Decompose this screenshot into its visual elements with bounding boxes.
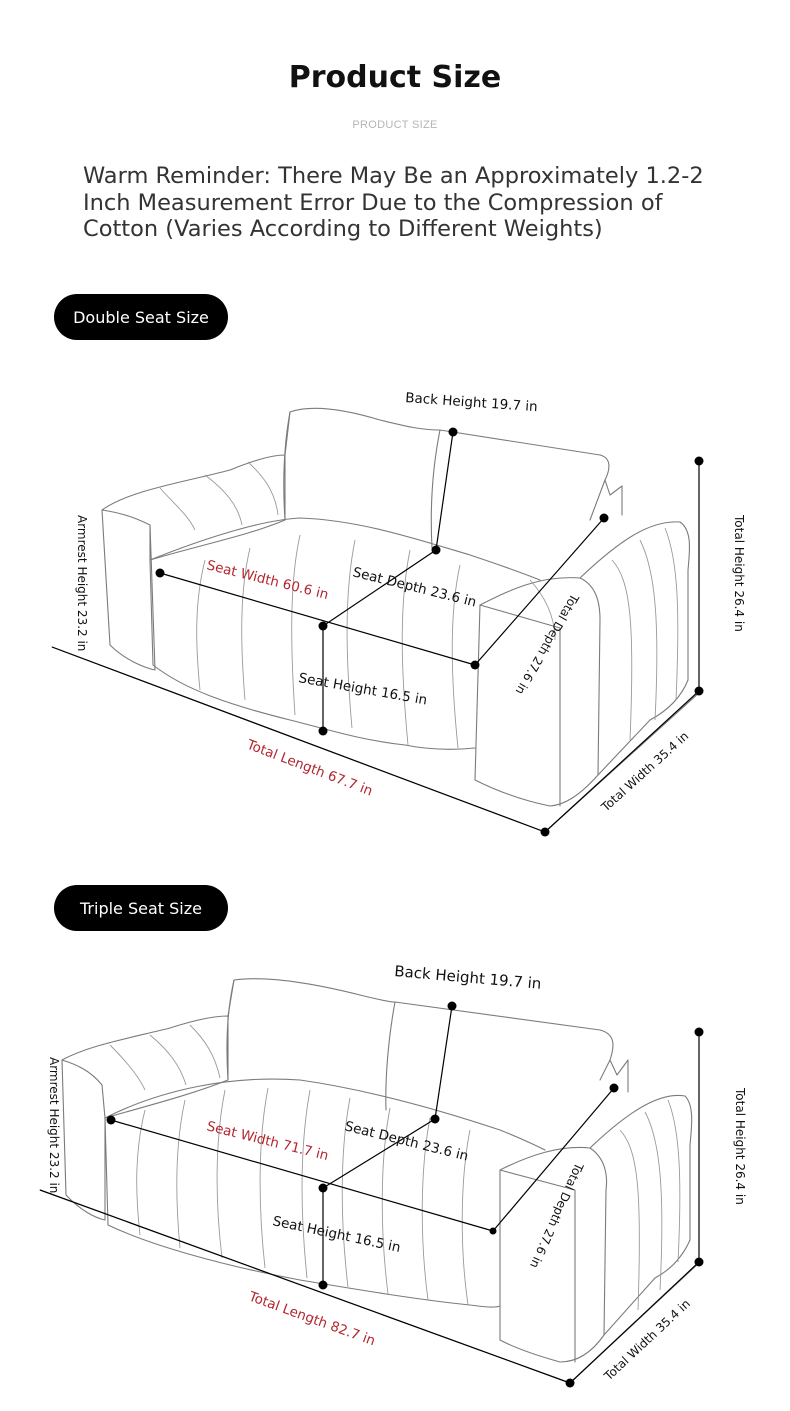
double-measurements	[51, 427, 704, 837]
page-subtitle: PRODUCT SIZE	[352, 119, 438, 131]
triple-total-depth-label: Total Depth 27.6 in	[527, 1160, 586, 1270]
double-armrest-height-label: Armrest Height 23.2 in	[75, 515, 89, 651]
double-back-height-label: Back Height 19.7 in	[405, 390, 538, 415]
double-total-height-label: Total Height 26.4 in	[732, 514, 746, 632]
triple-sofa-drawing	[39, 978, 701, 1384]
triple-total-height-label: Total Height 26.4 in	[733, 1087, 747, 1205]
triple-back-height-label: Back Height 19.7 in	[394, 962, 542, 993]
triple-total-length-label: Total Length 82.7 in	[246, 1288, 378, 1349]
double-total-length-label: Total Length 67.7 in	[244, 736, 375, 799]
warm-reminder-text: Warm Reminder: There May Be an Approxima…	[83, 163, 704, 242]
triple-total-width-label: Total Width 35.4 in	[601, 1297, 693, 1384]
triple-armrest-height-label: Armrest Height 23.2 in	[47, 1057, 61, 1193]
double-seat-width-label: Seat Width 60.6 in	[205, 557, 330, 603]
triple-seat-depth-label: Seat Depth 23.6 in	[343, 1118, 470, 1164]
page-title: Product Size	[288, 60, 502, 95]
triple-seat-width-label: Seat Width 71.7 in	[205, 1118, 330, 1164]
double-seat-height-label: Seat Height 16.5 in	[297, 670, 428, 708]
triple-seat-size-badge: Triple Seat Size	[54, 885, 228, 931]
triple-measurements	[39, 1001, 704, 1388]
double-seat-size-badge: Double Seat Size	[54, 294, 228, 340]
